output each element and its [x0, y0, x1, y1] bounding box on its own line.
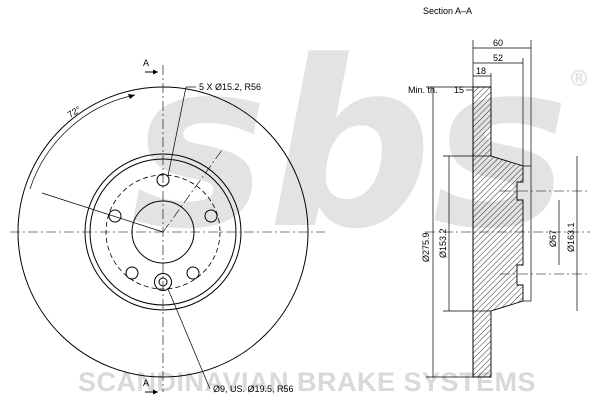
section-title: Section A–A: [423, 6, 472, 16]
section-mark-top-arrow: [153, 69, 158, 75]
section-mark-bottom: A: [143, 378, 149, 388]
dim-pcd-diameter: Ø163.1: [566, 222, 576, 252]
bolt-hole: [186, 266, 200, 280]
small-hole-callout: Ø9, US. Ø19.5, R56: [213, 384, 294, 394]
angle-arrowhead: [128, 94, 135, 99]
dim-hat-height: 52: [493, 53, 503, 63]
disc-front-view: 72° A A 5 X Ø15.2, R56 Ø9, US. Ø19.5, R5…: [10, 58, 325, 395]
bolt-hole: [204, 209, 218, 223]
min-thickness-value: 15: [454, 85, 464, 95]
bolt-hole: [125, 266, 139, 280]
angle-label: 72°: [66, 104, 83, 120]
dim-overall-height: 60: [493, 38, 503, 48]
disc-section-view: Section A–A 60 52 18 Min. th. 15 Ø275.9: [408, 6, 590, 378]
registered-mark: ®: [568, 67, 590, 92]
min-thickness-label: Min. th.: [408, 85, 438, 95]
section-mark-top: A: [143, 58, 149, 68]
radial-center-line: [162, 149, 223, 233]
dim-disc-thickness: 18: [476, 66, 486, 76]
small-hole-leader: [167, 288, 211, 390]
dim-hat-diameter: Ø153.2: [438, 228, 448, 258]
dim-outer-diameter: Ø275.9: [421, 232, 431, 262]
section-mark-bottom-arrow: [153, 389, 158, 395]
angle-ray: [41, 192, 164, 233]
angle-arc: [29, 94, 136, 190]
bolt-hole-callout: 5 X Ø15.2, R56: [199, 82, 261, 92]
bolt-hole-leader: [167, 86, 187, 177]
bolt-hole: [108, 209, 122, 223]
dim-center-bore: Ø67: [548, 230, 558, 247]
